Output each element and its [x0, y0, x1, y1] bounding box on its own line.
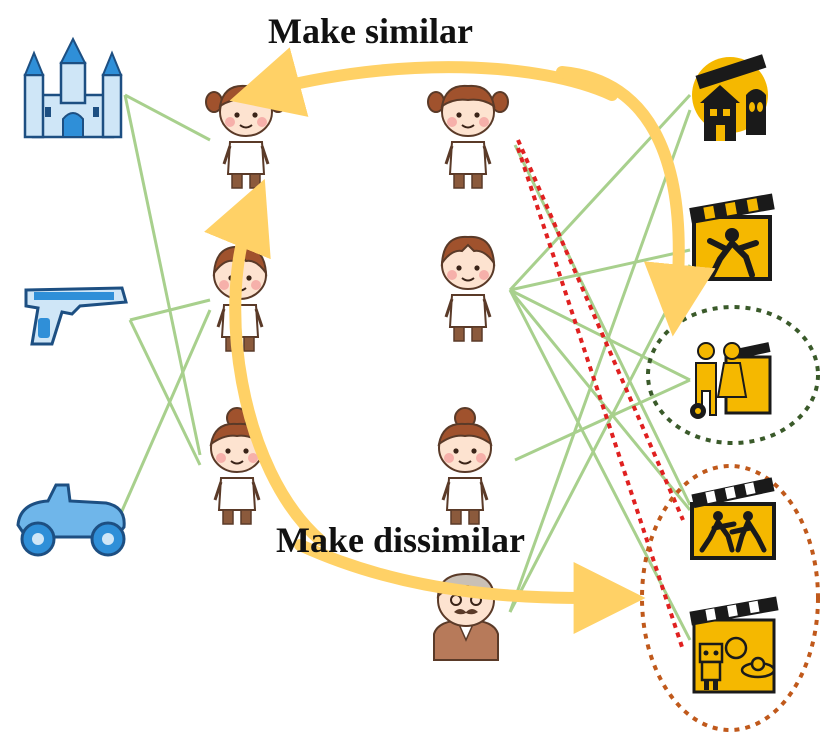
edge-boy-scifi	[508, 289, 692, 641]
dissimilar-arrow	[204, 178, 646, 635]
edge-boy-fight	[508, 289, 692, 511]
horror-movie-icon	[692, 54, 768, 141]
toy-car-icon	[16, 483, 126, 557]
action-movie-icon	[689, 193, 775, 281]
boy-right-icon	[440, 235, 496, 343]
make-similar-label: Make similar	[268, 11, 473, 51]
similar-arrow	[229, 47, 716, 337]
romance-movie-icon	[690, 342, 772, 419]
similar-arrow-to-left-user	[229, 47, 618, 117]
edge-gun-boy	[129, 298, 211, 322]
action-fight-movie-icon	[690, 477, 776, 560]
girl-bun-right-icon	[437, 407, 493, 526]
dissimilar-group-circle	[640, 464, 820, 732]
make-dissimilar-label: Make dissimilar	[276, 520, 525, 560]
edge-castle-girlbun	[123, 94, 202, 456]
dissimilar-edges	[516, 139, 685, 651]
edge-girlbun-romance	[514, 378, 691, 462]
toy-gun-icon	[24, 286, 128, 346]
edge-car-boy	[116, 309, 212, 521]
dissimilar-arrow-to-left-user	[204, 178, 326, 546]
dissimilar-edge-2	[516, 147, 685, 651]
dissimilar-arrow-to-scifi	[294, 539, 646, 635]
similar-arrow-to-romance	[556, 66, 716, 337]
similar-group-circle	[646, 305, 820, 445]
edge-boy-horror	[508, 93, 692, 292]
castle-icon	[23, 36, 123, 139]
scifi-robot-movie-icon	[689, 596, 779, 694]
girl-pigtails-left-icon	[205, 84, 287, 190]
edge-gun-girlbun	[128, 319, 202, 466]
edge-boy-romance	[509, 288, 691, 382]
edge-oldman-horror	[508, 109, 692, 613]
edge-boy-action	[509, 248, 691, 292]
girl-pigtails-right-icon	[427, 84, 509, 190]
edge-girl-action	[513, 144, 692, 506]
edge-castle-girl	[124, 93, 211, 142]
